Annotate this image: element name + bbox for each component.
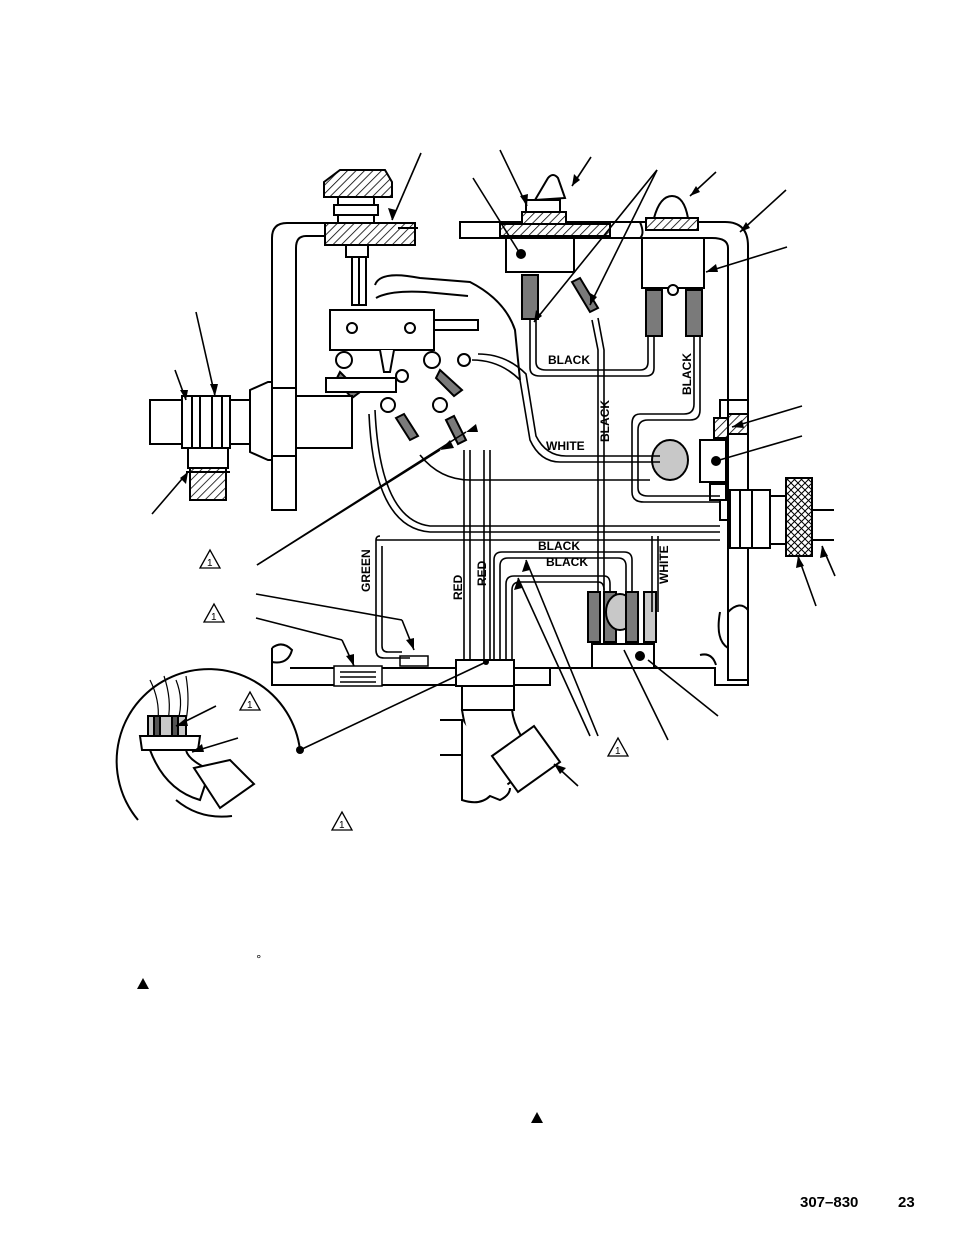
micro-switch-left <box>329 274 521 381</box>
wire-label-red-2: RED <box>475 560 489 586</box>
inlet-fitting-left <box>149 381 353 501</box>
conduit-elbow <box>440 659 562 804</box>
wiring-harness <box>368 317 720 660</box>
triangle-marker-4: 1 <box>606 736 630 757</box>
wire-label-black-bottom-1: BLACK <box>538 539 580 553</box>
document-number: 307–830 <box>800 1194 859 1211</box>
detail-inset <box>115 668 301 821</box>
wire-label-black-vertical-right: BLACK <box>680 353 694 395</box>
toggle-switch <box>505 174 600 320</box>
wire-label-white-mid: WHITE <box>546 439 585 453</box>
callout-dots <box>296 659 489 754</box>
triangle-marker-number: 1 <box>339 820 345 831</box>
triangle-marker-3: 1 <box>238 690 262 711</box>
terminal-lugs-left <box>325 351 471 446</box>
wire-label-green: GREEN <box>359 549 373 592</box>
wire-label-black-vertical-center: BLACK <box>598 400 612 442</box>
wire-label-black-bottom-2: BLACK <box>546 555 588 569</box>
triangle-marker-number: 1 <box>207 558 213 569</box>
pressure-knob-assembly <box>323 169 393 306</box>
wire-label-black-top: BLACK <box>548 353 590 367</box>
degree-mark: ° <box>256 953 262 966</box>
triangle-marker-number: 1 <box>211 612 217 623</box>
ground-strip <box>333 655 429 687</box>
triangle-marker-1: 1 <box>198 548 222 569</box>
right-bulkhead-fittings <box>651 413 834 557</box>
leader-arrowheads <box>176 174 828 774</box>
terminal-block <box>587 591 657 669</box>
wire-label-red-1: RED <box>451 574 465 600</box>
warning-triangle-icon <box>531 1112 543 1123</box>
triangle-marker-2: 1 <box>202 602 226 623</box>
warning-triangle-icon <box>137 978 149 989</box>
wire-label-white-vertical: WHITE <box>657 545 671 584</box>
page-number: 23 <box>898 1194 915 1211</box>
triangle-marker-number: 1 <box>247 700 253 711</box>
micro-switch-right <box>641 194 705 337</box>
triangle-marker-5: 1 <box>330 810 354 831</box>
triangle-marker-number: 1 <box>615 746 621 757</box>
